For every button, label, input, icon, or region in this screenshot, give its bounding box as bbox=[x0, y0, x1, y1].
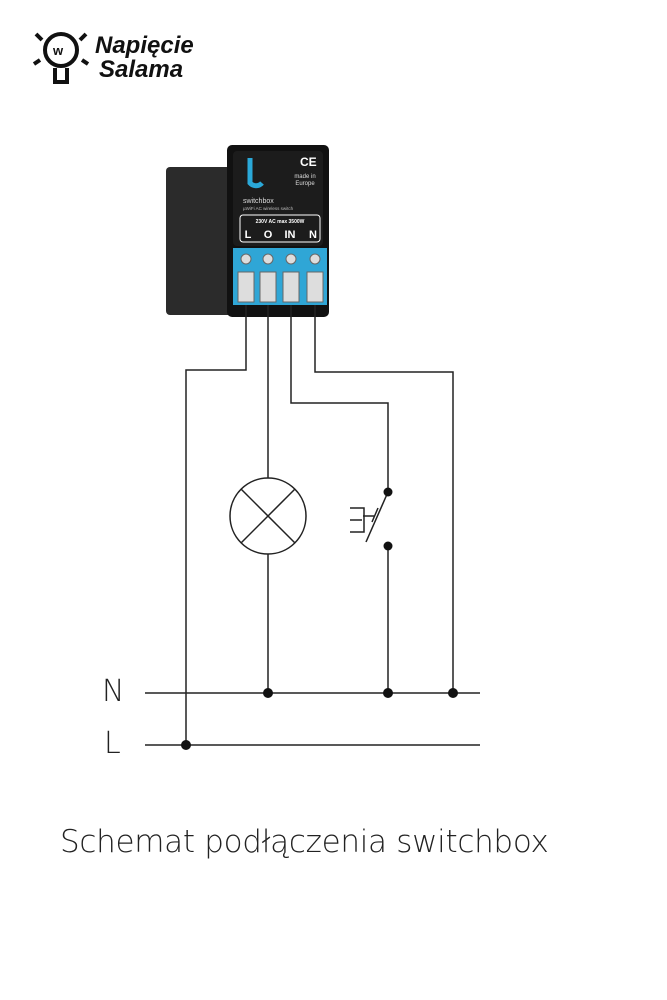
junction-dots bbox=[181, 487, 458, 750]
terminal-label-in: IN bbox=[285, 229, 296, 241]
switchbox-device: CE made in Europe switchbox µWiFi AC wir… bbox=[166, 145, 329, 317]
logo-line2: Salama bbox=[99, 56, 184, 83]
made-in-label: made in bbox=[294, 174, 315, 180]
wire-in bbox=[290, 305, 389, 492]
origin-label: Europe bbox=[295, 181, 315, 187]
rating-label: 230V AC max 3500W bbox=[256, 219, 305, 225]
logo: Napięcie Salama bbox=[95, 34, 194, 82]
logo-line1: Napięcie bbox=[95, 32, 194, 59]
terminal-label-l: L bbox=[245, 229, 252, 241]
live-label: L bbox=[104, 726, 121, 761]
neutral-label: N bbox=[102, 674, 125, 709]
brand-label: switchbox bbox=[243, 198, 274, 205]
svg-text:w: w bbox=[52, 43, 64, 58]
diagram-title: Schemat podłączenia switchbox bbox=[60, 824, 549, 860]
blebox-logo-icon bbox=[247, 158, 264, 189]
wire-l bbox=[185, 305, 247, 745]
terminal-label-o: O bbox=[264, 229, 273, 241]
switch-actuator-icon bbox=[350, 507, 379, 533]
switch-contact bbox=[365, 491, 389, 543]
ce-mark: CE bbox=[300, 155, 317, 169]
wire-n bbox=[314, 305, 454, 693]
subtitle-label: µWiFi AC wireless switch bbox=[243, 206, 294, 211]
wires bbox=[145, 305, 480, 746]
terminal-label-n: N bbox=[309, 229, 317, 241]
lamp-icon bbox=[229, 477, 307, 555]
bulb-logo-icon: w bbox=[32, 32, 90, 84]
